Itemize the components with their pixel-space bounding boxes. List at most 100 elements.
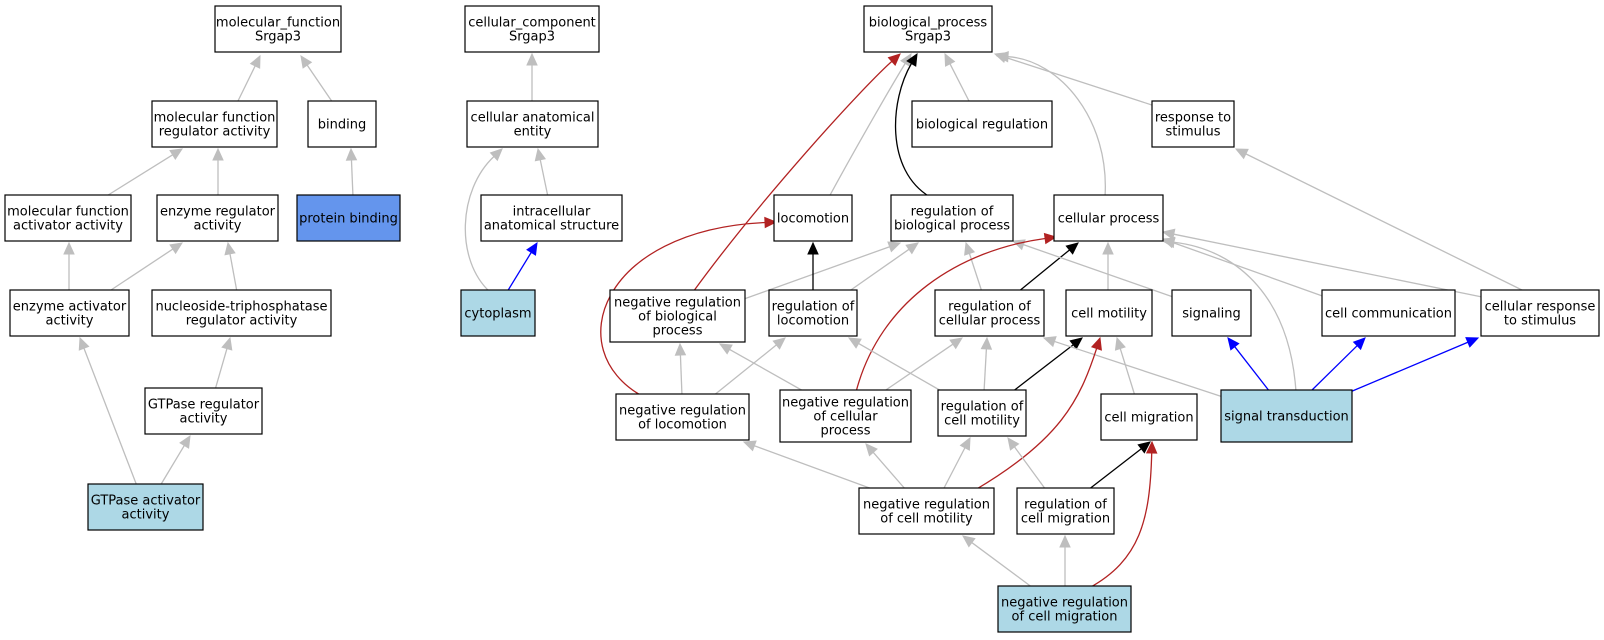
go-term-node-pb[interactable]: protein binding (296, 194, 401, 242)
edge-sig-to-rbp (1011, 239, 1177, 299)
edge-line (729, 348, 806, 393)
node-label-line: regulation of (948, 300, 1031, 315)
edge-gtpa-to-enza (78, 336, 138, 487)
node-label-line: cell communication (1325, 307, 1452, 322)
edge-arrowhead (526, 52, 538, 66)
node-label-line: of cell motility (880, 512, 973, 527)
edge-arrowhead (887, 241, 902, 253)
edge-loco-to-bp (828, 52, 912, 198)
go-term-node-loco[interactable]: locomotion (773, 194, 853, 242)
edge-nrcmig-to-nrcmot (962, 535, 1034, 589)
edge-arrowhead (534, 147, 547, 162)
node-label-line: negative regulation (782, 396, 909, 411)
go-term-node-st[interactable]: signal transduction (1220, 389, 1353, 443)
edge-layer (63, 50, 1527, 589)
edge-ias-to-cae (534, 147, 549, 198)
go-term-node-sig[interactable]: signaling (1171, 289, 1252, 337)
edge-gtpa-to-gtpr (159, 434, 191, 487)
node-label-line: regulation of (941, 400, 1024, 415)
node-label-line: cellular process (939, 314, 1041, 329)
go-term-node-cmig[interactable]: cell migration (1100, 393, 1198, 441)
edge-line (1088, 452, 1153, 589)
edge-line (692, 60, 893, 293)
edge-line (847, 248, 910, 293)
node-box (1151, 100, 1235, 148)
go-term-node-binding[interactable]: binding (307, 100, 377, 148)
edge-ccom-to-cp (1161, 237, 1329, 299)
node-box (1171, 289, 1252, 337)
edge-rcm-to-cmot (1011, 337, 1083, 393)
node-label-line: regulation of (1024, 498, 1107, 513)
edge-nrbp-to-bp (692, 53, 901, 293)
node-label-line: enzyme activator (13, 300, 127, 315)
edge-line (104, 154, 174, 198)
edge-arrowhead (949, 337, 963, 350)
node-box (1065, 289, 1153, 337)
edge-rcmig-to-rcm (1007, 437, 1047, 491)
go-term-node-cmot[interactable]: cell motility (1065, 289, 1153, 337)
edge-breg-to-bp (944, 52, 971, 104)
node-label-line: activity (46, 314, 94, 329)
edge-line (464, 156, 495, 293)
edge-arrowhead (1059, 534, 1071, 548)
edge-line (1005, 56, 1159, 108)
edge-arrowhead (764, 216, 778, 229)
node-label-line: cellular_component (468, 16, 596, 31)
node-box (480, 194, 623, 242)
go-term-node-breg[interactable]: biological regulation (911, 100, 1053, 148)
go-term-node-cp[interactable]: cellular process (1053, 194, 1164, 242)
edge-arrowhead (224, 241, 236, 256)
go-term-node-cyto[interactable]: cytoplasm (460, 289, 536, 337)
edge-arrowhead (1352, 337, 1366, 351)
edge-pb-to-binding (345, 147, 358, 198)
edge-arrowhead (905, 242, 919, 255)
node-label-line: biological process (894, 219, 1010, 234)
node-label-line: biological regulation (916, 118, 1048, 133)
node-label-line: Srgap3 (905, 30, 951, 45)
node-box (214, 5, 342, 53)
node-box (151, 289, 332, 337)
edge-arrowhead (1069, 337, 1083, 350)
node-label-line: activator activity (13, 219, 123, 234)
edge-nrbp-to-rbp (743, 241, 902, 300)
node-label-line: activity (180, 412, 228, 427)
edge-line (1349, 341, 1469, 393)
edge-arrowhead (906, 52, 918, 67)
go-term-node-ccom[interactable]: cell communication (1321, 289, 1456, 337)
node-label-line: negative regulation (619, 404, 746, 419)
node-label-line: anatomical structure (484, 219, 619, 234)
edge-arrowhead (1145, 440, 1158, 454)
edge-line (350, 159, 354, 198)
node-box (779, 389, 912, 443)
edge-arrowhead (221, 336, 233, 351)
edge-mfr-to-mf (236, 54, 261, 104)
edge-rcp-to-cp (1017, 242, 1079, 293)
edge-arrowhead (959, 436, 971, 451)
edge-nrcmig-to-cmig (1088, 440, 1158, 589)
